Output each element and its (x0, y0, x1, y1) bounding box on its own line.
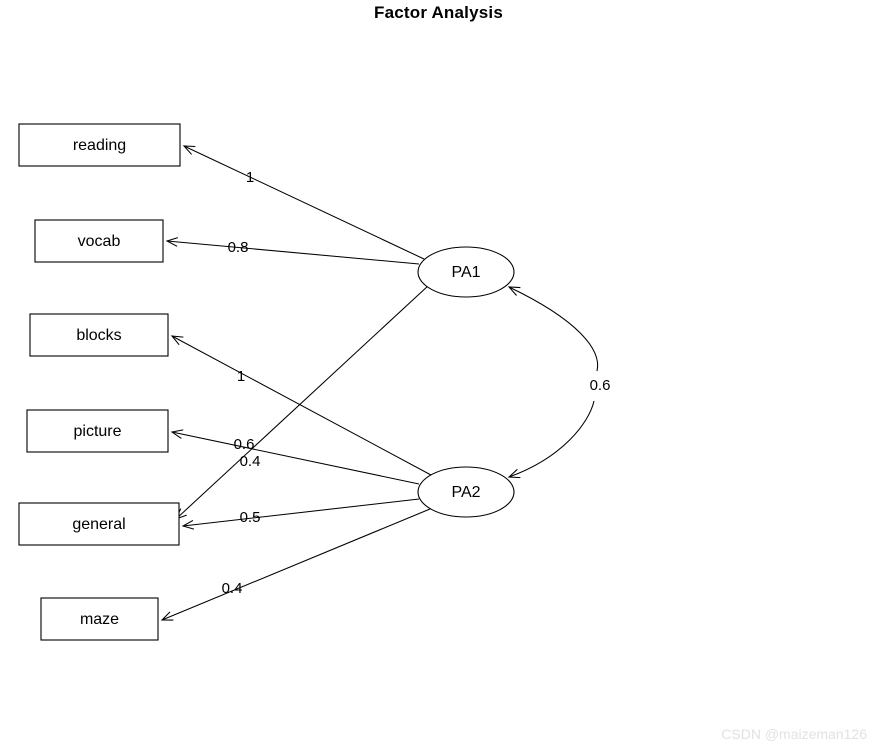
covariance-arc-lower-half (507, 400, 595, 479)
watermark: CSDN @maizeman126 (721, 726, 867, 742)
edge-label-pa2-general: 0.5 (240, 509, 261, 526)
node-picture-label: picture (73, 423, 121, 440)
edge-label-pa1-pa2-covariance: 0.6 (590, 377, 611, 394)
node-pa1-ellipse[interactable] (417, 246, 515, 298)
node-maze-label: maze (80, 611, 119, 628)
node-reading[interactable]: reading (18, 123, 181, 167)
node-vocab[interactable]: vocab (34, 219, 164, 263)
node-blocks-label: blocks (76, 327, 121, 344)
edge-pa1-reading (182, 145, 425, 260)
node-pa2[interactable]: PA2 (417, 466, 515, 518)
node-pa1-label: PA1 (451, 264, 480, 281)
edge-label-pa1-general: 0.4 (240, 453, 261, 470)
node-vocab-box[interactable] (34, 219, 164, 263)
edge-pa1-general (175, 284, 430, 520)
edge-label-pa1-reading: 1 (246, 169, 254, 186)
node-general-box[interactable] (18, 502, 180, 546)
edge-pa1-vocab (165, 237, 420, 265)
covariance-arc-upper-half (507, 286, 599, 372)
edge-pa2-general (181, 498, 420, 530)
edge-pa2-maze (160, 508, 431, 621)
page-title: Factor Analysis (374, 3, 503, 22)
node-pa2-ellipse[interactable] (417, 466, 515, 518)
edge-pa2-blocks (170, 335, 432, 476)
edge-label-pa2-picture: 0.6 (234, 436, 255, 453)
covariance-arc-pa1-pa2 (507, 286, 599, 479)
node-vocab-label: vocab (78, 233, 121, 250)
node-picture-box[interactable] (26, 409, 169, 453)
latent-factor-nodes: PA1 PA2 (417, 246, 515, 518)
node-picture[interactable]: picture (26, 409, 169, 453)
node-general[interactable]: general (18, 502, 180, 546)
node-reading-label: reading (73, 137, 126, 154)
node-maze-box[interactable] (40, 597, 159, 641)
loading-edges (160, 145, 432, 621)
node-reading-box[interactable] (18, 123, 181, 167)
edge-label-pa1-vocab: 0.8 (228, 239, 249, 256)
node-blocks-box[interactable] (29, 313, 169, 357)
edge-label-pa2-maze: 0.4 (222, 580, 243, 597)
node-general-label: general (72, 516, 125, 533)
observed-variable-nodes: reading vocab blocks picture general maz… (18, 123, 181, 641)
edge-pa2-picture (170, 429, 420, 485)
edge-label-pa2-blocks: 1 (237, 368, 245, 385)
node-pa1[interactable]: PA1 (417, 246, 515, 298)
edge-value-labels: 1 0.8 0.4 1 0.6 0.5 0.4 0.6 (222, 169, 611, 597)
node-pa2-label: PA2 (451, 484, 480, 501)
node-maze[interactable]: maze (40, 597, 159, 641)
node-blocks[interactable]: blocks (29, 313, 169, 357)
